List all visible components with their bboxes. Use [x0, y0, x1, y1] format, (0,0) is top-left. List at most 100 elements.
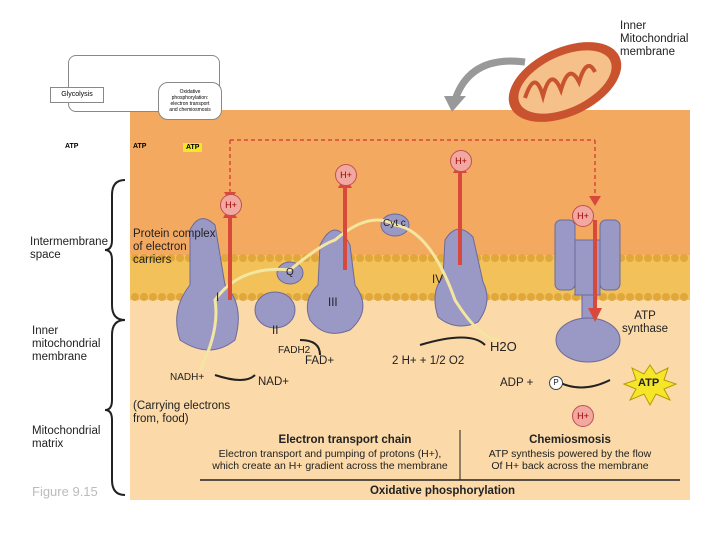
- lipid-head: [626, 254, 634, 262]
- chemiosmosis-description: ATP synthesis powered by the flow Of H+ …: [488, 448, 652, 473]
- lipid-head: [356, 254, 364, 262]
- lipid-head: [140, 293, 148, 301]
- etc-title: Electron transport chain: [278, 434, 412, 446]
- lipid-head: [239, 254, 247, 262]
- inner-membrane-callout: Inner Mitochondrial membrane: [620, 20, 689, 59]
- complex-IV-label: IV: [432, 274, 443, 286]
- lipid-head: [284, 254, 292, 262]
- water-equation: 2 H+ + 1/2 O2: [392, 355, 465, 367]
- oxphos-title: Oxidative phosphorylation: [369, 485, 516, 497]
- lipid-head: [374, 254, 382, 262]
- mini-atp-1: ATP: [65, 143, 79, 150]
- h-plus-synthase-top: H+: [572, 205, 594, 227]
- zoom-arrow: [451, 57, 526, 102]
- lipid-head: [653, 254, 661, 262]
- synthase-proton-arrowhead: [588, 308, 602, 322]
- mitochondrion-icon: [508, 42, 622, 122]
- lipid-head: [635, 254, 643, 262]
- lipid-head: [158, 293, 166, 301]
- chemiosmosis-title: Chemiosmosis: [529, 434, 611, 446]
- fadh2-arrow: [299, 339, 321, 356]
- lipid-head: [536, 254, 544, 262]
- lipid-head: [437, 254, 445, 262]
- lipid-head: [131, 254, 139, 262]
- lipid-head: [635, 293, 643, 301]
- lipid-head: [644, 293, 652, 301]
- lipid-head: [644, 254, 652, 262]
- lipid-head: [131, 293, 139, 301]
- mini-oxphos-box: Oxidative phosphorylation: electron tran…: [158, 82, 222, 120]
- lipid-head: [527, 254, 535, 262]
- lipid-head: [419, 293, 427, 301]
- lipid-head: [428, 293, 436, 301]
- lipid-head: [248, 293, 256, 301]
- lipid-head: [392, 293, 400, 301]
- q-label: Q: [286, 267, 294, 278]
- lipid-head: [545, 293, 553, 301]
- lipid-head: [167, 293, 175, 301]
- matrix-label: Mitochondrial matrix: [32, 425, 101, 451]
- lipid-head: [176, 254, 184, 262]
- lipid-head: [401, 293, 409, 301]
- lipid-head: [383, 254, 391, 262]
- lipid-head: [563, 293, 571, 301]
- lipid-head: [662, 254, 670, 262]
- complex-III-label: III: [328, 297, 338, 309]
- h-plus-complex-I: H+: [220, 194, 242, 216]
- h-plus-complex-IV: H+: [450, 150, 472, 172]
- oxygen-arrow: [419, 336, 486, 346]
- lipid-head: [365, 293, 373, 301]
- mini-atp-3: ATP: [183, 143, 203, 152]
- etc-description: Electron transport and pumping of proton…: [212, 448, 448, 473]
- lipid-head: [302, 293, 310, 301]
- lipid-head: [518, 254, 526, 262]
- lipid-head: [149, 293, 157, 301]
- lipid-head: [545, 254, 553, 262]
- complex-IV: [434, 228, 488, 327]
- lipid-head: [257, 254, 265, 262]
- mini-oxphos: Oxidative phosphorylation: electron tran…: [169, 89, 211, 113]
- inner-membrane-side-label: Inner mitochondrial membrane: [32, 325, 101, 364]
- electron-path: [198, 218, 501, 371]
- lipid-head: [518, 293, 526, 301]
- figure-label: Figure 9.15: [32, 484, 98, 499]
- intermembrane-label: Intermembrane space: [30, 236, 108, 262]
- lipid-head: [410, 293, 418, 301]
- lipid-head: [383, 293, 391, 301]
- mini-atp-2: ATP: [133, 143, 147, 150]
- lipid-head: [140, 254, 148, 262]
- lipid-head: [608, 293, 616, 301]
- zoom-arrowhead: [444, 96, 466, 112]
- lipid-head: [617, 293, 625, 301]
- bracket-intermembrane: [104, 179, 126, 321]
- lipid-head: [671, 254, 679, 262]
- lipid-head: [293, 254, 301, 262]
- h-plus-complex-III: H+: [335, 164, 357, 186]
- lipid-head: [221, 254, 229, 262]
- lipid-head: [536, 293, 544, 301]
- protein-complex-label: Protein complex of electron carriers: [133, 228, 216, 267]
- lipid-head: [680, 293, 688, 301]
- lipid-head: [374, 293, 382, 301]
- lipid-head: [680, 254, 688, 262]
- mini-overview: Glycolysis Oxidative phosphorylation: el…: [50, 40, 225, 120]
- lipid-head: [482, 254, 490, 262]
- complex-I-label: I: [216, 292, 220, 304]
- lipid-head: [293, 293, 301, 301]
- mini-glycolysis: Glycolysis: [61, 91, 93, 98]
- lipid-head: [419, 254, 427, 262]
- lipid-head: [500, 254, 508, 262]
- lipid-head: [275, 254, 283, 262]
- lipid-head: [311, 254, 319, 262]
- lipid-head: [509, 293, 517, 301]
- carrying-label: (Carrying electrons from, food): [133, 400, 231, 426]
- lipid-head: [662, 293, 670, 301]
- lipid-head: [626, 293, 634, 301]
- lipid-head: [266, 254, 274, 262]
- lipid-head: [239, 293, 247, 301]
- h2o-label: H2O: [490, 339, 517, 354]
- lipid-head: [500, 293, 508, 301]
- atp-burst: [622, 364, 678, 407]
- complex-I: [176, 218, 239, 351]
- lipid-head: [491, 293, 499, 301]
